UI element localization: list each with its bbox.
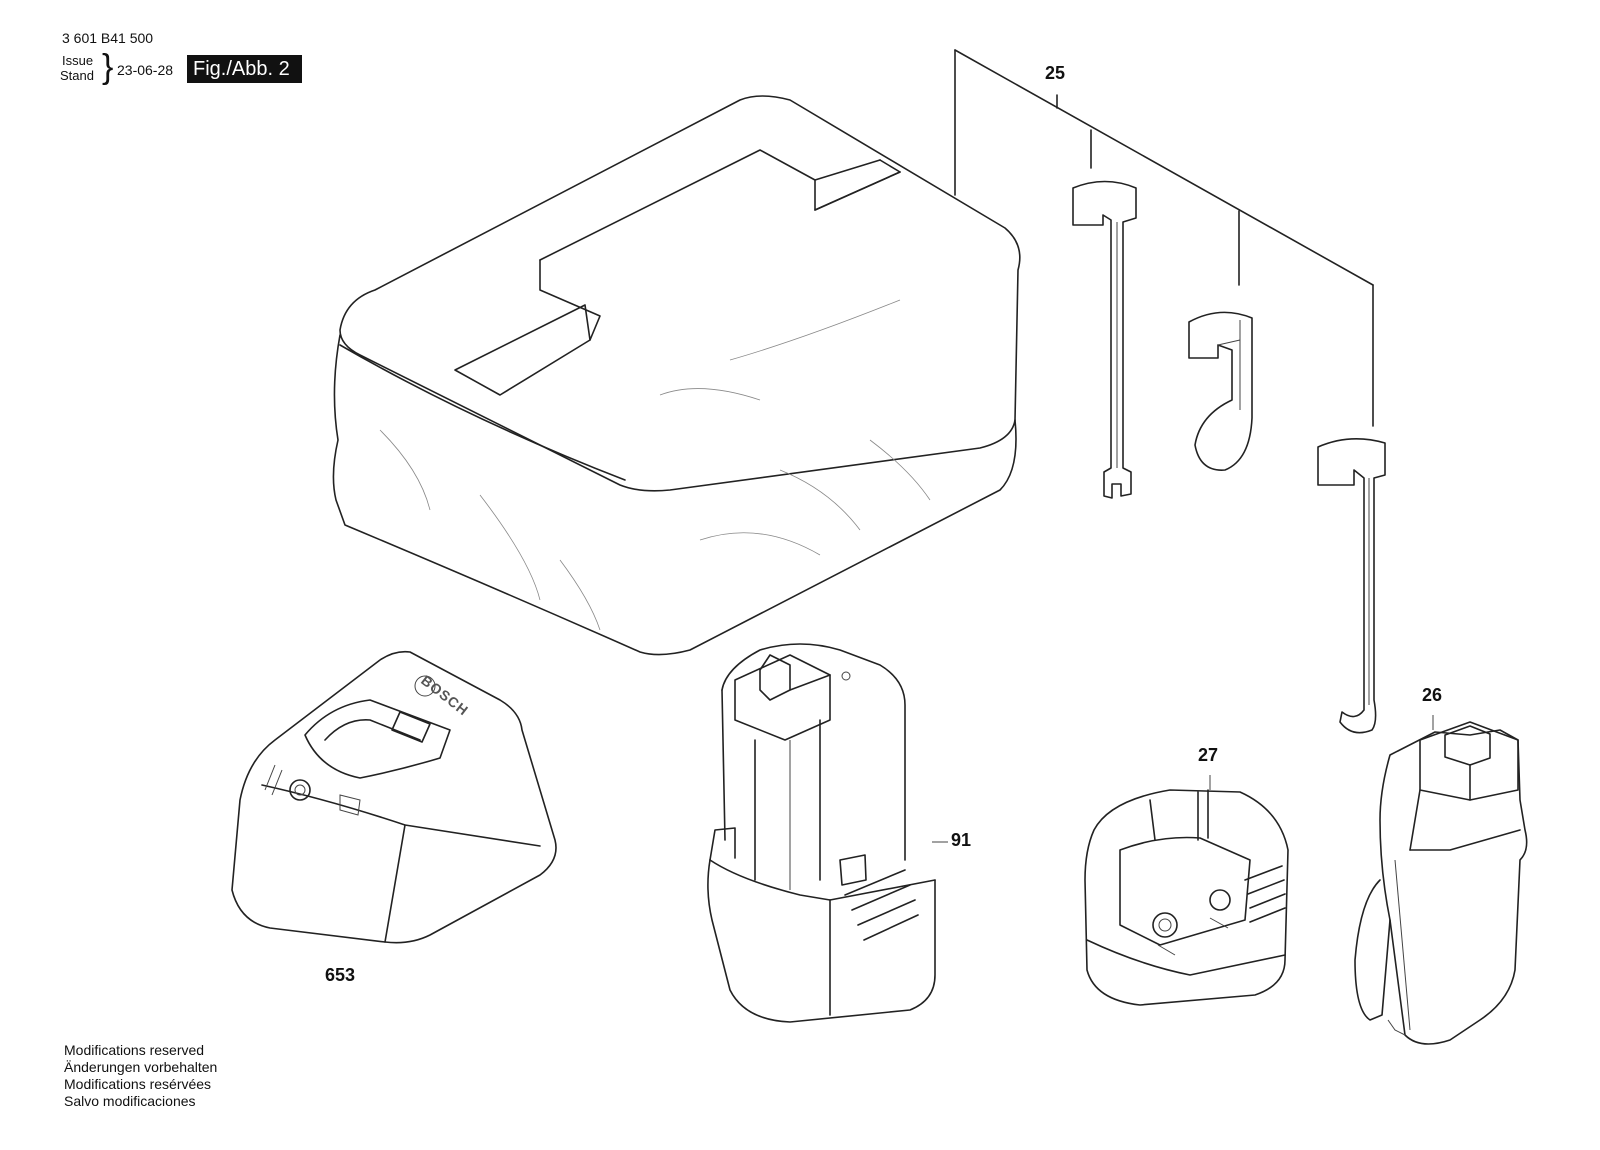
charger-653: [231, 650, 557, 944]
callout-27: 27: [1198, 745, 1219, 765]
callout-653: 653: [325, 965, 356, 985]
part-number: 3 601 B41 500: [62, 30, 154, 46]
figure-label: Fig./Abb. 2: [187, 55, 302, 83]
leader-lines-25: [954, 49, 1374, 427]
issue-label: Issue: [62, 53, 94, 68]
callout-91: 91: [951, 830, 972, 850]
housing-27: [1084, 775, 1289, 1006]
note-es: Salvo modificaciones: [64, 1093, 196, 1109]
callout-25: 25: [1045, 63, 1066, 83]
brace-icon: }: [102, 48, 114, 86]
note-en: Modifications reserved: [64, 1042, 205, 1058]
clip-hook-25: [1317, 438, 1386, 734]
carrying-bag: [332, 95, 1021, 656]
clip-long-25: [1072, 180, 1137, 499]
stand-label: Stand: [60, 68, 94, 83]
callout-26: 26: [1422, 685, 1443, 705]
note-de: Änderungen vorbehalten: [64, 1059, 218, 1075]
issue-date: 23-06-28: [117, 62, 174, 78]
clip-short-25: [1188, 311, 1253, 471]
note-fr: Modifications resérvées: [64, 1076, 212, 1092]
housing-26: [1354, 715, 1528, 1045]
notes-block: Modifications reserved Änderungen vorbeh…: [64, 1042, 217, 1110]
battery-91: [707, 643, 948, 1023]
